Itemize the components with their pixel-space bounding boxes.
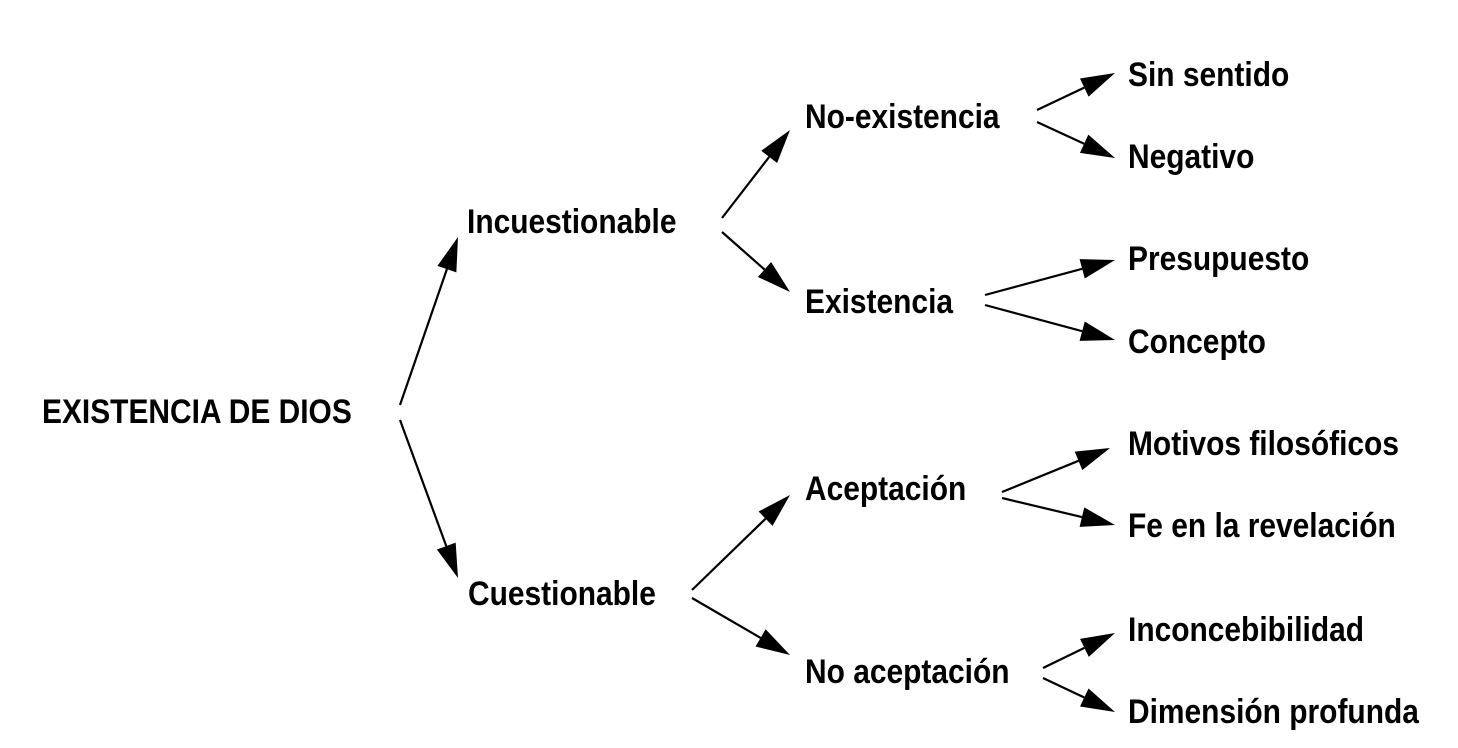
node-no-aceptacion: No aceptación — [805, 653, 1010, 691]
node-fe-en-la-revelacion: Fe en la revelación — [1128, 507, 1396, 545]
node-sin-sentido: Sin sentido — [1128, 56, 1290, 94]
arrowhead-icon — [1074, 448, 1110, 471]
arrow-line — [691, 517, 767, 591]
arrow — [691, 597, 790, 655]
arrow-line — [1001, 459, 1079, 494]
arrow — [984, 303, 1115, 341]
arrow-line — [984, 303, 1083, 333]
node-concepto: Concepto — [1128, 323, 1266, 361]
arrow — [1042, 633, 1115, 669]
node-aceptacion: Aceptación — [805, 470, 967, 508]
arrowhead-icon — [757, 262, 790, 292]
arrow-line — [1036, 86, 1085, 111]
arrow — [984, 259, 1115, 297]
arrow — [1036, 73, 1115, 111]
arrow — [1001, 448, 1110, 494]
arrowhead-icon — [761, 130, 790, 164]
arrowhead-icon — [1079, 507, 1115, 527]
arrowhead-icon — [755, 629, 790, 655]
arrowhead-icon — [1079, 259, 1115, 279]
arrow-line — [1042, 646, 1085, 669]
arrow-line — [1036, 121, 1085, 145]
node-negativo: Negativo — [1128, 138, 1255, 176]
root-node: EXISTENCIA DE DIOS — [42, 393, 352, 431]
arrowhead-icon — [436, 542, 458, 578]
arrow-line — [691, 597, 762, 639]
arrow-line — [721, 231, 766, 271]
arrow-line — [398, 268, 448, 406]
arrow — [1001, 496, 1115, 527]
arrow-line — [398, 419, 448, 547]
arrow — [1042, 677, 1115, 712]
arrowhead-icon — [1079, 73, 1115, 97]
arrow-line — [1001, 496, 1083, 519]
node-presupuesto: Presupuesto — [1128, 240, 1310, 278]
node-existencia: Existencia — [805, 283, 954, 321]
arrow — [721, 231, 790, 292]
arrowhead-icon — [437, 237, 458, 273]
node-inconcebibilidad: Inconcebibilidad — [1128, 611, 1365, 649]
arrow — [721, 130, 790, 219]
node-motivos-filosoficos: Motivos filosóficos — [1128, 425, 1399, 463]
node-incuestionable: Incuestionable — [467, 203, 677, 241]
arrow-line — [984, 267, 1083, 297]
arrow — [1036, 121, 1115, 158]
node-cuestionable: Cuestionable — [468, 575, 656, 613]
arrowhead-icon — [1079, 134, 1115, 158]
arrowhead-icon — [1079, 321, 1115, 341]
arrow — [691, 495, 790, 591]
node-dimension-profunda: Dimensión profunda — [1128, 693, 1419, 731]
arrow-line — [1042, 677, 1085, 699]
arrowhead-icon — [1080, 633, 1115, 657]
arrow — [398, 419, 458, 578]
arrow — [398, 237, 458, 406]
arrow-line — [721, 156, 771, 219]
arrowhead-icon — [758, 495, 790, 526]
arrowhead-icon — [1079, 688, 1115, 712]
node-no-existencia: No-existencia — [805, 98, 1000, 136]
